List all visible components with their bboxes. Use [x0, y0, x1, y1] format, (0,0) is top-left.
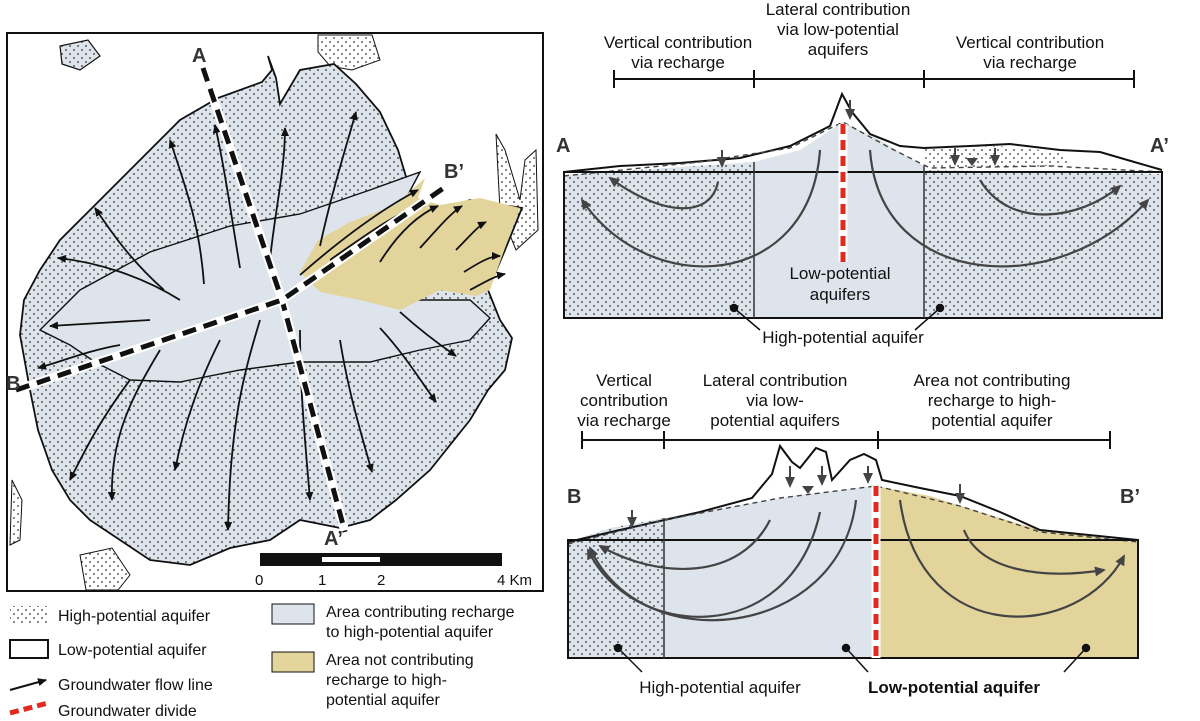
section-b-panel: Vertical contribution via recharge Later… — [567, 371, 1140, 697]
section-b-low-right — [876, 486, 1138, 658]
scale-tick-1: 1 — [318, 572, 326, 589]
legend-label-not-contributing-l3: potential aquifer — [326, 692, 441, 709]
section-a-flow-lines — [580, 149, 1150, 268]
section-a-leaders — [729, 303, 945, 331]
section-a-panel: Vertical contribution via recharge Later… — [556, 0, 1169, 347]
legend-label-not-contributing-l1: Area not contributing — [326, 652, 474, 669]
scale-bar: 0 1 2 4 Km — [255, 553, 532, 589]
section-b-zone-left-l1: Vertical — [596, 371, 652, 390]
map-label-b: B — [6, 373, 20, 395]
section-b-recharge-arrows — [627, 466, 965, 528]
section-b-zone-middle-l1: Lateral contribution — [703, 371, 848, 390]
section-a-high-left — [564, 162, 754, 318]
section-b-label-start: B — [567, 486, 581, 508]
coastal-deposits — [9, 34, 539, 591]
legend-swatch-flow-line — [9, 678, 47, 691]
section-a-inner-label-l2: aquifers — [810, 285, 870, 304]
section-a-zone-middle-l2: via low-potential — [777, 20, 899, 39]
map-panel: A A’ B B’ 0 1 2 4 Km — [6, 32, 544, 592]
island — [59, 39, 101, 71]
section-b-zone-middle-l2: via low- — [746, 391, 804, 410]
section-b-zone-right-l3: potential aquifer — [932, 411, 1053, 430]
section-a-frame — [563, 171, 1163, 319]
section-b-flow-lines — [587, 499, 1125, 622]
section-a-water-level-symbol — [966, 158, 978, 166]
section-b-zone-left-l2: contribution — [580, 391, 668, 410]
section-a-zone-middle-l1: Lateral contribution — [766, 0, 911, 19]
legend-label-high-potential: High-potential aquifer — [58, 608, 211, 625]
section-a-zone-right-l1: Vertical contribution — [956, 33, 1104, 52]
legend: High-potential aquifer Low-potential aqu… — [9, 603, 515, 720]
section-b-zone-right-l1: Area not contributing — [914, 371, 1071, 390]
legend-label-low-potential: Low-potential aquifer — [58, 642, 207, 659]
section-b-water-level-symbol — [802, 486, 814, 494]
section-b-zone-left-l3: via recharge — [577, 411, 671, 430]
section-b-zone-right-l2: recharge to high- — [928, 391, 1057, 410]
legend-swatch-high-potential — [10, 606, 48, 624]
section-b-frame — [567, 539, 1139, 659]
section-a-high-right — [924, 170, 1162, 318]
section-b-surface — [567, 443, 1139, 543]
map-label-b-prime: B’ — [444, 161, 464, 183]
map-label-a: A — [192, 45, 206, 67]
map-label-a-prime: A’ — [324, 528, 343, 550]
legend-swatch-divide — [9, 700, 49, 716]
section-b-leaders — [613, 643, 1091, 673]
section-a-inner-label-l1: Low-potential — [789, 264, 890, 283]
section-a-label-start: A — [556, 135, 570, 157]
legend-swatch-contributing — [271, 603, 315, 625]
legend-label-divide: Groundwater divide — [58, 703, 197, 720]
section-a-zone-middle-l3: aquifers — [808, 40, 868, 59]
section-b-bottom-label-right: Low-potential aquifer — [868, 678, 1040, 697]
section-b-low-center — [664, 486, 876, 658]
legend-label-not-contributing-l2: recharge to high- — [326, 672, 447, 689]
section-a-recharge-arrows — [717, 100, 1000, 168]
scale-tick-0: 0 — [255, 572, 263, 589]
legend-label-flow-line: Groundwater flow line — [58, 677, 213, 694]
section-a-bottom-label: High-potential aquifer — [762, 328, 924, 347]
section-b-zone-middle-l3: potential aquifers — [710, 411, 839, 430]
legend-label-contributing-l2: to high-potential aquifer — [326, 624, 494, 641]
legend-swatch-low-potential — [9, 639, 49, 659]
scale-tick-4km: 4 Km — [497, 572, 532, 589]
legend-label-contributing-l1: Area contributing recharge — [326, 604, 515, 621]
section-line-b — [14, 181, 451, 395]
section-a-zone-left-l1: Vertical contribution — [604, 33, 752, 52]
section-b-label-end: B’ — [1120, 486, 1140, 508]
section-b-bottom-label-left: High-potential aquifer — [639, 678, 801, 697]
section-a-zone-brackets — [613, 70, 1135, 88]
legend-swatch-not-contributing — [271, 651, 315, 673]
section-a-zone-left-l2: via recharge — [631, 53, 725, 72]
section-a-zone-right-l2: via recharge — [983, 53, 1077, 72]
scale-tick-2: 2 — [377, 572, 385, 589]
non-contributing-area — [300, 178, 520, 310]
section-b-zone-brackets — [581, 431, 1111, 449]
section-a-label-end: A’ — [1150, 135, 1169, 157]
